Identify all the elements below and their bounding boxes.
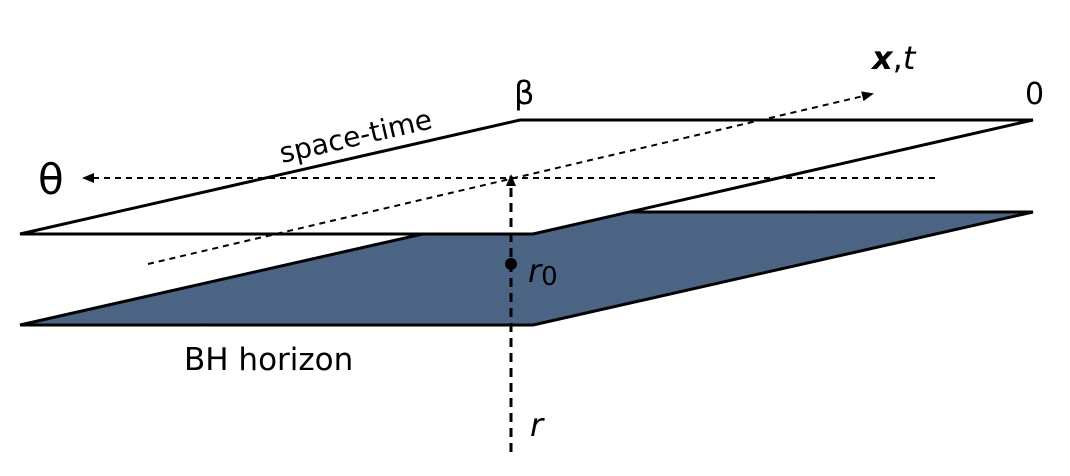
beta-label: β (514, 74, 534, 112)
r0-base: r (528, 252, 543, 290)
theta-label: θ (38, 155, 64, 204)
x-t-label: x,t (870, 39, 917, 77)
r-label: r (530, 406, 545, 444)
r0-subscript: 0 (541, 262, 558, 292)
zero-label: 0 (1025, 77, 1044, 112)
x-t-separator: , (893, 39, 903, 77)
r0-point (505, 258, 517, 270)
x-label: x (870, 39, 894, 77)
x-t-axis (147, 91, 874, 265)
bh-horizon-texture (20, 212, 1033, 325)
r0-label: r0 (528, 252, 558, 292)
bh-horizon-label: BH horizon (184, 342, 353, 378)
t-label: t (903, 39, 917, 77)
